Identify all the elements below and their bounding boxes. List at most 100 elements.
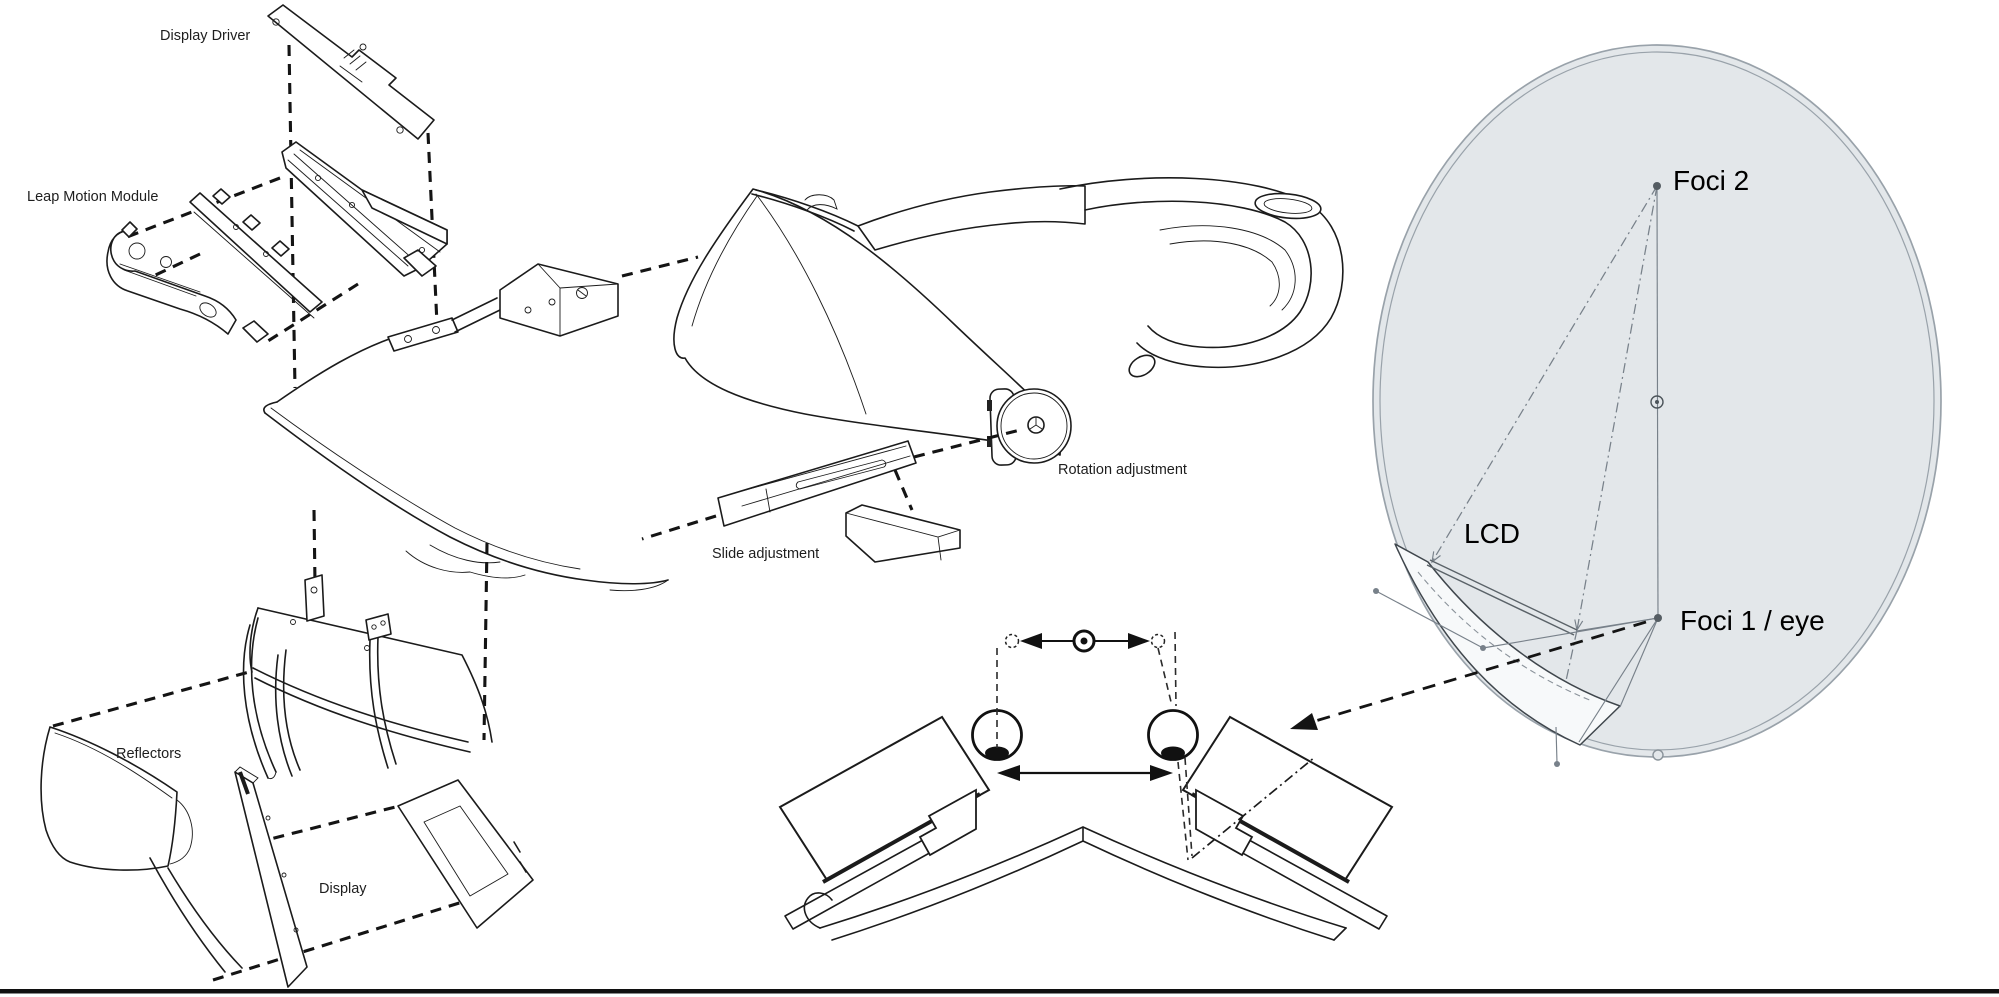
hinge-clip — [987, 400, 992, 411]
frame-rail-left — [250, 617, 277, 773]
top-arrow-left-circle — [1004, 633, 1020, 649]
frame-rail-center — [282, 649, 301, 771]
back-ring-outer — [1059, 177, 1344, 369]
back-ring-inner — [1084, 200, 1312, 349]
label-display-driver: Display Driver — [160, 28, 250, 44]
label-leap-motion-module: Leap Motion Module — [27, 189, 158, 205]
right-eye-dash — [1177, 761, 1189, 861]
display-panel — [234, 766, 308, 988]
unit-rail — [287, 159, 409, 267]
shell-tail — [167, 867, 243, 969]
arm-to-visor-dash — [621, 255, 699, 278]
foci2-point — [1653, 182, 1661, 190]
sensor-lens — [128, 242, 146, 260]
sensor-end-lens — [199, 302, 217, 318]
top-arrow-right-circle — [1150, 633, 1166, 649]
exploded-stack-left: Display Driver Leap Motion Module — [27, 4, 448, 389]
slide-block — [845, 504, 961, 563]
ray-foci2-lcd-right — [1576, 185, 1658, 631]
arm-bar — [454, 309, 501, 333]
frame-rail-right — [368, 639, 389, 769]
top-cushion-inner — [1263, 198, 1313, 214]
top-cushion — [1254, 192, 1322, 220]
halo-pad-lip — [429, 544, 501, 564]
label-rotation-adjustment: Rotation adjustment — [1058, 462, 1187, 478]
hinge-screw — [1027, 416, 1045, 434]
arm-block-edge — [537, 263, 619, 337]
optics-dash-vertical-left — [312, 509, 317, 585]
slide-rail-flange — [741, 455, 911, 507]
headset-assembled — [673, 177, 1344, 466]
reflector-arc-midline — [1417, 571, 1593, 702]
back-ring-pad — [1169, 240, 1280, 307]
stack-dash-vertical-left — [287, 44, 297, 389]
bracket-slot — [513, 841, 521, 853]
visor-sensor-slot — [751, 193, 855, 232]
slide-rail-step — [765, 488, 771, 513]
eye-bracket — [397, 779, 534, 929]
label-lcd: LCD — [1464, 518, 1520, 549]
shell-horn — [169, 799, 193, 865]
ipd-arrow-head-left — [997, 765, 1020, 781]
reflector-arc — [1394, 543, 1621, 746]
unit-foot — [403, 249, 437, 277]
sensor-outline — [106, 230, 237, 335]
tangent-line — [1375, 590, 1484, 649]
shell-tail — [149, 857, 226, 973]
halo-band-bottom-edge — [264, 412, 669, 585]
shell-outline — [40, 726, 178, 871]
hinge-screw-spokes — [1029, 417, 1043, 430]
mount-bar-post — [271, 240, 290, 257]
hinge-clip — [987, 436, 992, 447]
ellipse-center-marker — [1650, 395, 1664, 409]
arm-block-screw-slot — [577, 289, 587, 297]
lcd-panel-line — [1426, 564, 1575, 636]
mount-bar-post — [212, 188, 231, 205]
halo-frame-assembly — [263, 255, 699, 592]
frame-plate-top — [257, 607, 493, 743]
mount-bar-post — [242, 214, 261, 231]
tangent-endpoint-dot — [1480, 645, 1486, 651]
mount-bar-foot — [242, 320, 269, 343]
sensor-tab — [121, 221, 138, 238]
visor-shell — [673, 188, 1063, 456]
label-reflectors: Reflectors — [116, 746, 181, 762]
halo-plate-hole — [432, 326, 440, 334]
frame-hole — [364, 645, 370, 651]
arm-bar — [451, 297, 498, 321]
right-eye-dash — [1184, 757, 1193, 857]
stack-dash-diagonal — [267, 282, 359, 343]
sensor-face-line — [119, 263, 201, 297]
slide-rail-slot — [795, 459, 887, 490]
frame-right-tab — [365, 613, 392, 641]
leap-motion-sensor — [106, 221, 237, 335]
rotation-hinge — [987, 388, 1072, 466]
halo-mount-plate — [387, 317, 459, 352]
mount-bar-outline — [189, 192, 323, 313]
ipd-arrow-head-right — [1150, 765, 1173, 781]
pcb-hole — [359, 43, 367, 51]
normal-line — [1555, 726, 1558, 764]
label-foci2: Foci 2 — [1673, 165, 1749, 196]
mount-bar-hole — [263, 251, 269, 257]
back-ring-pad — [1159, 225, 1296, 311]
frame-top-tab — [304, 574, 325, 622]
bottom-rule — [0, 989, 1999, 994]
module-mount-bar — [189, 188, 323, 343]
display-driver-board — [267, 4, 435, 140]
leader-arrowhead — [1290, 713, 1318, 730]
optics-stack-bottom-left: Reflectors Display — [40, 509, 534, 988]
combiner-right-edge — [1333, 927, 1347, 941]
arm-block-screw — [576, 287, 588, 299]
foci1-point — [1654, 614, 1662, 622]
frame-rail-right — [376, 636, 397, 765]
halo-pad-end — [609, 579, 669, 592]
mount-bar-hole — [233, 224, 239, 230]
display-slab-notch — [238, 771, 250, 795]
frame-tab-hole — [380, 620, 386, 626]
display-hole — [281, 872, 287, 878]
center-axis-dot — [1080, 637, 1088, 645]
mount-bar-edge — [193, 211, 315, 319]
label-display: Display — [319, 881, 367, 897]
